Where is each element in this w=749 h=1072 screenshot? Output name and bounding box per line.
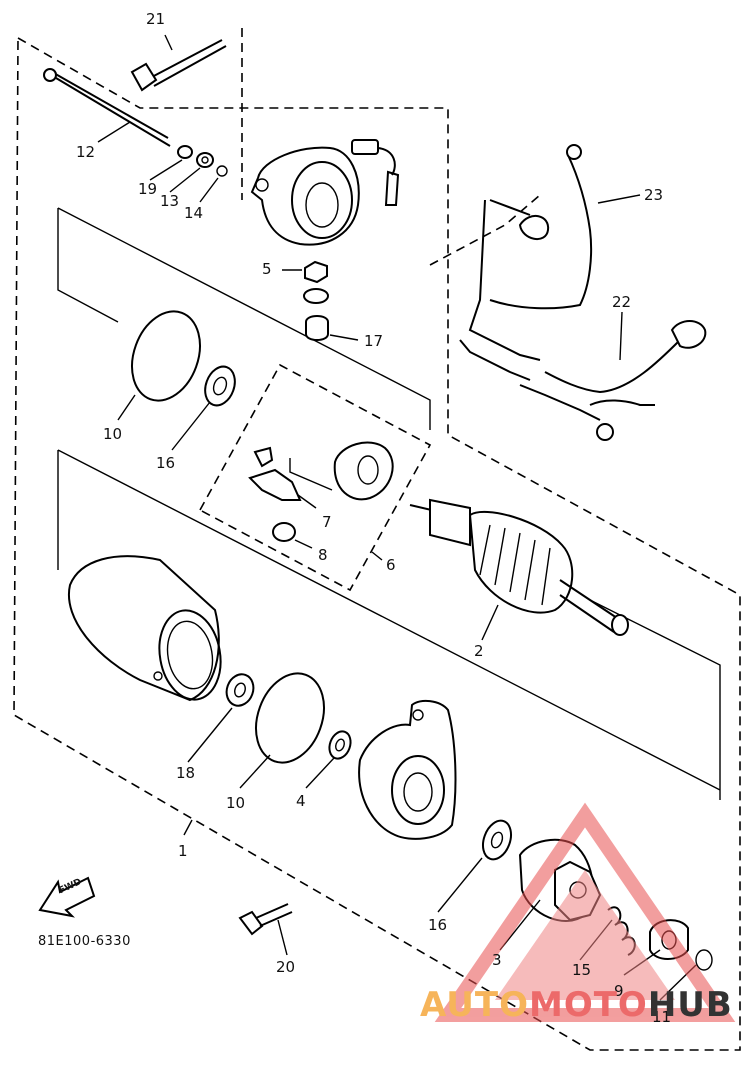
label-23: 23 <box>644 186 664 204</box>
label-5: 5 <box>262 260 272 278</box>
label-17: 17 <box>364 332 384 350</box>
label-11: 11 <box>652 1008 672 1026</box>
washer-18 <box>225 673 255 707</box>
label-16-lower: 16 <box>428 916 448 934</box>
armature-2 <box>409 498 629 636</box>
label-18: 18 <box>176 764 196 782</box>
lead-wire-23 <box>459 144 593 381</box>
label-8: 8 <box>318 546 328 564</box>
watermark-hub: HUB <box>647 985 733 1025</box>
bolt-21 <box>130 39 227 92</box>
label-7: 7 <box>322 513 332 531</box>
label-3: 3 <box>492 951 502 969</box>
washer-14 <box>216 165 228 177</box>
spring-8 <box>272 522 296 542</box>
washer-19 <box>177 145 193 159</box>
nut-5 <box>304 260 328 284</box>
plane-lower <box>57 449 721 800</box>
bearing-4 <box>328 730 352 760</box>
washer-5b <box>303 288 329 304</box>
washer-16-lower <box>481 819 513 861</box>
yoke <box>67 555 222 702</box>
label-4: 4 <box>296 792 306 810</box>
clip-11 <box>695 949 713 971</box>
assembly-boundary <box>13 36 741 1051</box>
label-10-upper: 10 <box>103 425 123 443</box>
washer-13 <box>196 152 214 168</box>
brush-plate <box>289 441 394 501</box>
plane-upper <box>57 207 431 430</box>
o-ring-10-upper <box>131 310 201 402</box>
label-22: 22 <box>612 293 632 311</box>
watermark-triangle <box>434 802 736 1022</box>
fwd-arrow-icon <box>38 876 96 918</box>
label-2: 2 <box>474 642 484 660</box>
label-14: 14 <box>184 204 204 222</box>
label-1: 1 <box>178 842 188 860</box>
brush-7 <box>248 446 302 501</box>
brush-holder-boundary <box>198 363 432 592</box>
label-19: 19 <box>138 180 158 198</box>
label-20: 20 <box>276 958 296 976</box>
label-10-lower: 10 <box>226 794 246 812</box>
collar-17 <box>305 315 329 341</box>
label-13: 13 <box>160 192 180 210</box>
drawing-code: 81E100-6330 <box>38 934 131 949</box>
label-15: 15 <box>572 961 592 979</box>
o-ring-10-lower <box>255 672 325 764</box>
rear-cover <box>250 146 360 246</box>
watermark-moto: MOTO <box>528 985 648 1025</box>
terminal-lead <box>351 139 400 206</box>
through-bolt-12 <box>43 68 171 147</box>
label-9: 9 <box>614 982 624 1000</box>
label-21: 21 <box>146 10 166 28</box>
washer-16-upper <box>204 365 236 407</box>
label-12: 12 <box>76 143 96 161</box>
watermark-auto: AUTO <box>420 985 529 1025</box>
watermark-logo: AUTOMOTOHUB <box>420 985 733 1025</box>
bolt-20 <box>238 903 293 936</box>
lead-wire-22 <box>519 320 707 441</box>
front-cover <box>358 699 457 840</box>
label-16-upper: 16 <box>156 454 176 472</box>
label-6: 6 <box>386 556 396 574</box>
